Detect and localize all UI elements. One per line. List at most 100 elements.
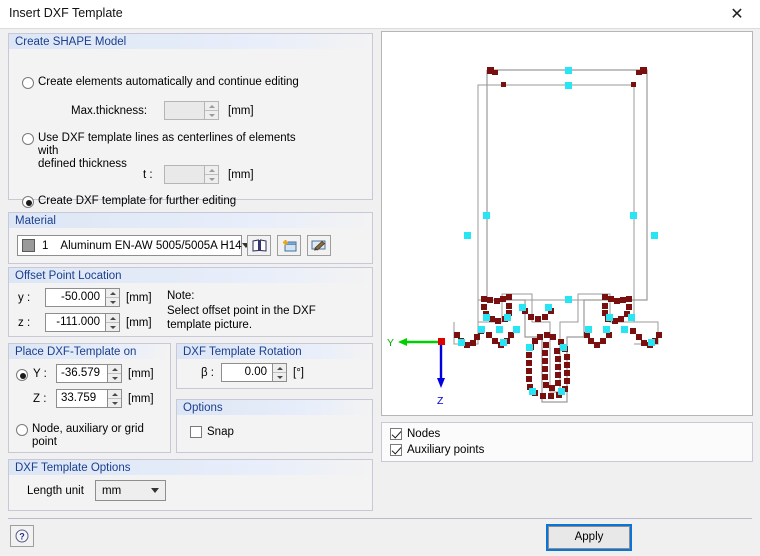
stepper-down-icon[interactable] — [273, 373, 286, 381]
place-dxf-template-group: Place DXF-Template on Y : -36.579 [mm] Z… — [8, 343, 171, 453]
place-z-arrows[interactable] — [107, 389, 122, 408]
dxf-template-rotation-legend: DXF Template Rotation — [177, 343, 372, 359]
radio-label-line2: defined thickness — [38, 158, 127, 170]
material-number: 1 — [42, 239, 49, 252]
radio-place-node[interactable]: Node, auxiliary or grid point — [16, 423, 170, 449]
offset-y-stepper[interactable]: -50.000 — [45, 288, 120, 307]
offset-y-label: y : — [18, 292, 31, 304]
max-thickness-stepper[interactable] — [164, 101, 219, 120]
max-thickness-arrows[interactable] — [204, 101, 219, 120]
checkbox-indicator — [390, 444, 402, 456]
snap-label: Snap — [207, 426, 234, 438]
radio-indicator — [22, 133, 34, 145]
nodes-label: Nodes — [407, 428, 441, 440]
axis-y-label: Y — [387, 337, 394, 349]
auxiliary-points-label: Auxiliary points — [407, 444, 485, 456]
edit-icon — [311, 240, 326, 251]
stepper-down-icon[interactable] — [106, 298, 119, 306]
new-window-icon — [282, 240, 296, 252]
radio-label: Node, auxiliary or grid point — [32, 423, 144, 448]
snap-checkbox[interactable]: Snap — [190, 426, 234, 438]
nodes — [458, 67, 658, 395]
thickness-t-input[interactable] — [164, 165, 204, 184]
stepper-up-icon[interactable] — [108, 390, 121, 398]
place-y-input[interactable]: -36.579 — [56, 364, 107, 383]
close-icon[interactable]: ✕ — [730, 6, 744, 23]
stepper-up-icon[interactable] — [273, 364, 286, 372]
offset-z-arrows[interactable] — [105, 313, 120, 332]
thickness-t-arrows[interactable] — [204, 165, 219, 184]
thickness-t-stepper[interactable] — [164, 165, 219, 184]
offset-z-stepper[interactable]: -111.000 — [45, 313, 120, 332]
auxiliary-points — [454, 67, 662, 399]
auxiliary-points-checkbox[interactable]: Auxiliary points — [390, 444, 484, 456]
length-unit-value: mm — [102, 484, 122, 497]
create-shape-model-legend: Create SHAPE Model — [9, 33, 372, 49]
material-color-swatch — [22, 239, 35, 252]
place-z-unit: [mm] — [128, 393, 154, 405]
dxf-preview-canvas[interactable]: Y Z — [381, 31, 753, 416]
offset-y-arrows[interactable] — [105, 288, 120, 307]
place-y-unit: [mm] — [128, 368, 154, 380]
length-unit-select[interactable]: mm — [95, 480, 166, 501]
chevron-down-icon[interactable] — [151, 488, 159, 493]
footer-divider — [8, 518, 752, 519]
axis-indicator: Y Z — [387, 337, 445, 407]
chevron-down-icon[interactable] — [241, 243, 250, 248]
help-button[interactable]: ? — [10, 525, 34, 547]
place-y-stepper[interactable]: -36.579 — [56, 364, 122, 383]
window-title: Insert DXF Template — [9, 6, 123, 20]
stepper-down-icon[interactable] — [108, 374, 121, 382]
stepper-up-icon[interactable] — [106, 314, 119, 322]
stepper-down-icon[interactable] — [205, 111, 218, 119]
max-thickness-input[interactable] — [164, 101, 204, 120]
options-legend: Options — [177, 399, 372, 415]
offset-point-location-group: Offset Point Location y : -50.000 [mm] z… — [8, 267, 373, 337]
radio-indicator — [16, 369, 28, 381]
radio-place-coordinates[interactable] — [16, 368, 28, 381]
offset-y-input[interactable]: -50.000 — [45, 288, 105, 307]
stepper-up-icon[interactable] — [205, 166, 218, 174]
stepper-down-icon[interactable] — [108, 399, 121, 407]
apply-button[interactable]: Apply — [546, 524, 632, 551]
create-shape-model-group: Create SHAPE Model Create elements autom… — [8, 33, 373, 208]
offset-note-title: Note: — [167, 290, 195, 302]
checkbox-indicator — [190, 426, 202, 438]
rotation-beta-stepper[interactable]: 0.00 — [221, 363, 287, 382]
edit-material-button[interactable] — [307, 235, 331, 256]
nodes-checkbox[interactable]: Nodes — [390, 428, 440, 440]
material-library-button[interactable] — [247, 235, 271, 256]
offset-note-line2: template picture. — [167, 319, 253, 331]
place-y-arrows[interactable] — [107, 364, 122, 383]
place-z-input[interactable]: 33.759 — [56, 389, 107, 408]
max-thickness-unit: [mm] — [228, 105, 254, 117]
place-z-stepper[interactable]: 33.759 — [56, 389, 122, 408]
axis-z-label: Z — [437, 395, 444, 407]
checkbox-indicator — [390, 428, 402, 440]
offset-note-line1: Select offset point in the DXF — [167, 305, 316, 317]
place-dxf-template-legend: Place DXF-Template on — [9, 343, 170, 359]
radio-create-dxf-template[interactable]: Create DXF template for further editing — [22, 195, 236, 208]
material-name: Aluminum EN-AW 5005/5005A H14 — [60, 239, 242, 252]
material-select[interactable]: 1 Aluminum EN-AW 5005/5005A H14 — [17, 235, 250, 256]
radio-label-line1: Use DXF template lines as centerlines of… — [38, 132, 296, 157]
stepper-up-icon[interactable] — [108, 365, 121, 373]
stepper-down-icon[interactable] — [205, 175, 218, 183]
rotation-beta-label: β : — [201, 367, 215, 379]
length-unit-label: Length unit — [27, 485, 84, 497]
new-material-button[interactable] — [277, 235, 301, 256]
stepper-up-icon[interactable] — [205, 102, 218, 110]
stepper-down-icon[interactable] — [106, 323, 119, 331]
offset-z-input[interactable]: -111.000 — [45, 313, 105, 332]
rotation-beta-input[interactable]: 0.00 — [221, 363, 272, 382]
place-y-label: Y : — [33, 368, 47, 380]
radio-use-centerlines[interactable]: Use DXF template lines as centerlines of… — [22, 132, 312, 171]
dxf-template-options-group: DXF Template Options Length unit mm — [8, 459, 373, 511]
radio-label: Create elements automatically and contin… — [38, 76, 299, 88]
radio-create-elements-auto[interactable]: Create elements automatically and contin… — [22, 76, 299, 89]
rotation-beta-arrows[interactable] — [272, 363, 287, 382]
stepper-up-icon[interactable] — [106, 289, 119, 297]
place-z-label: Z : — [33, 393, 47, 405]
radio-indicator — [22, 77, 34, 89]
